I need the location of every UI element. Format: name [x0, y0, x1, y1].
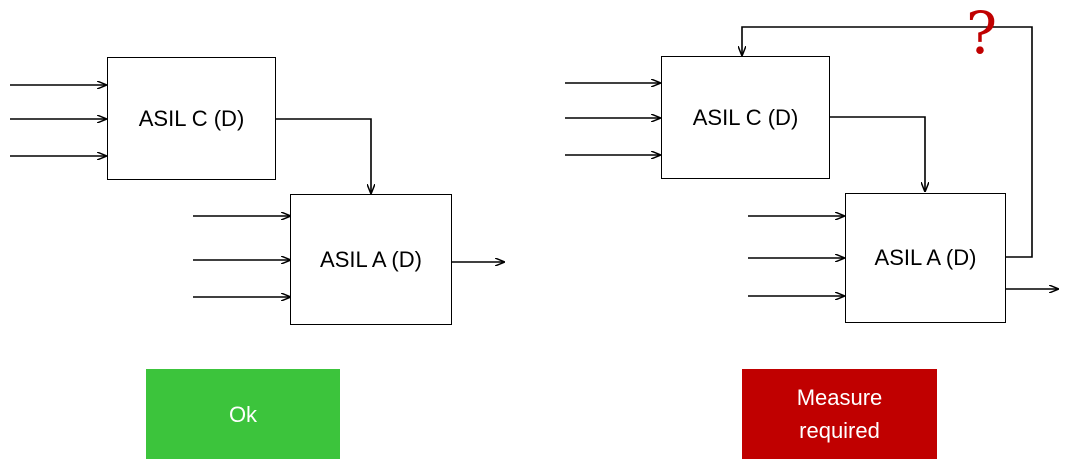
- left-asil-a-box: ASIL A (D): [290, 194, 452, 325]
- left-asil-a-label: ASIL A (D): [320, 246, 422, 272]
- left-connector-arrow: [276, 118, 371, 193]
- measure-required-badge: Measure required: [742, 369, 937, 459]
- left-asil-c-label: ASIL C (D): [138, 105, 245, 131]
- right-connector-arrow: [830, 116, 925, 191]
- right-asil-c-label: ASIL C (D): [692, 104, 799, 130]
- ok-status-label: Ok: [228, 401, 258, 427]
- right-feedback-arrow: [742, 26, 1033, 258]
- left-asil-c-box: ASIL C (D): [107, 57, 276, 180]
- question-mark-icon: ?: [966, 0, 998, 67]
- ok-status-badge: Ok: [146, 369, 340, 459]
- measure-required-line-1: Measure: [796, 385, 883, 410]
- right-asil-c-box: ASIL C (D): [661, 56, 830, 179]
- right-asil-a-label: ASIL A (D): [874, 245, 977, 270]
- measure-required-line-2: required: [799, 418, 880, 443]
- right-asil-a-box: ASIL A (D): [845, 193, 1006, 323]
